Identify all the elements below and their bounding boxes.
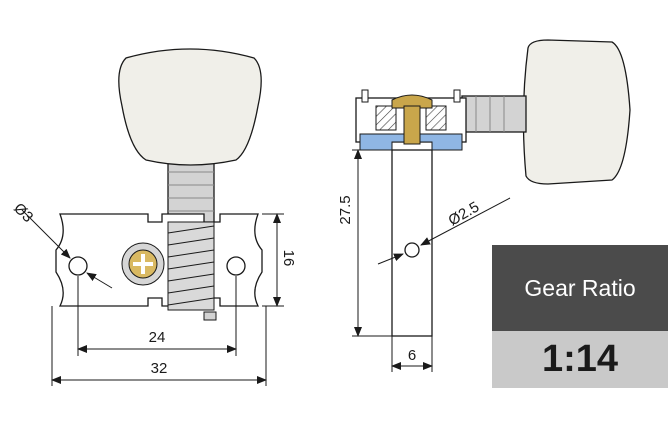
gear-screw [121, 242, 165, 286]
mounting-hole-right [226, 256, 246, 276]
post-height-dimension: 27.5 [337, 149, 392, 337]
gear-ratio-label: Gear Ratio [492, 245, 668, 331]
plate-length-dimension: 32 [51, 360, 267, 384]
brass-screw-side [391, 94, 433, 145]
mounting-hole-left [68, 256, 88, 276]
post-width-dimension: 6 [391, 336, 433, 372]
string-hole [404, 242, 420, 258]
tuner-button [118, 48, 262, 166]
front-view: Ø3 24 32 16 [10, 48, 297, 386]
side-view: Ø2.5 27.5 6 [337, 39, 631, 372]
hole-spacing-dimension: 24 [77, 329, 237, 353]
gear-ratio-box: Gear Ratio 1:14 [492, 245, 668, 388]
hole-spacing-label: 24 [149, 329, 166, 346]
string-hole-diameter-label: Ø2.5 [446, 198, 483, 229]
plate-height-label: 16 [280, 250, 297, 267]
tuner-button-side [522, 39, 631, 185]
post-width-label: 6 [408, 347, 416, 364]
plate-height-dimension: 16 [273, 213, 297, 307]
hole-diameter-label: Ø3 [10, 200, 36, 226]
gear-ratio-value: 1:14 [492, 331, 668, 388]
worm-gear [167, 221, 217, 321]
tuner-shaft-side [461, 95, 527, 133]
post-height-label: 27.5 [337, 195, 354, 224]
plate-length-label: 32 [151, 360, 168, 377]
